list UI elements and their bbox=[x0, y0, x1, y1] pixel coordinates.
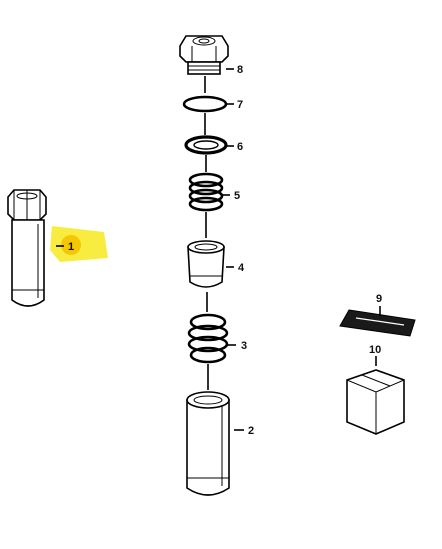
part-4-piston-cup bbox=[187, 240, 225, 288]
part-2-sleeve bbox=[186, 391, 230, 496]
part-6-seal-ring bbox=[184, 135, 228, 155]
part-1-cartridge bbox=[7, 189, 47, 307]
callout-6: 6 bbox=[237, 141, 243, 153]
callout-9: 9 bbox=[376, 293, 382, 305]
callout-5: 5 bbox=[234, 190, 240, 202]
callout-leaders bbox=[56, 68, 244, 431]
callout-1: 1 bbox=[68, 241, 74, 253]
part-8-plug bbox=[179, 35, 229, 75]
callout-7: 7 bbox=[237, 99, 243, 111]
highlight-marker bbox=[50, 226, 108, 262]
part-5-short-spring bbox=[188, 172, 224, 212]
callout-8: 8 bbox=[237, 64, 243, 76]
part-7-o-ring bbox=[182, 95, 228, 113]
part-9-label-strip bbox=[339, 306, 416, 337]
assembly-axis bbox=[204, 76, 209, 390]
part-10-box bbox=[346, 356, 405, 435]
callout-4: 4 bbox=[238, 262, 245, 274]
part-3-long-spring bbox=[187, 313, 229, 364]
callout-2: 2 bbox=[248, 425, 254, 437]
callout-3: 3 bbox=[241, 340, 247, 352]
callout-10: 10 bbox=[369, 344, 381, 356]
